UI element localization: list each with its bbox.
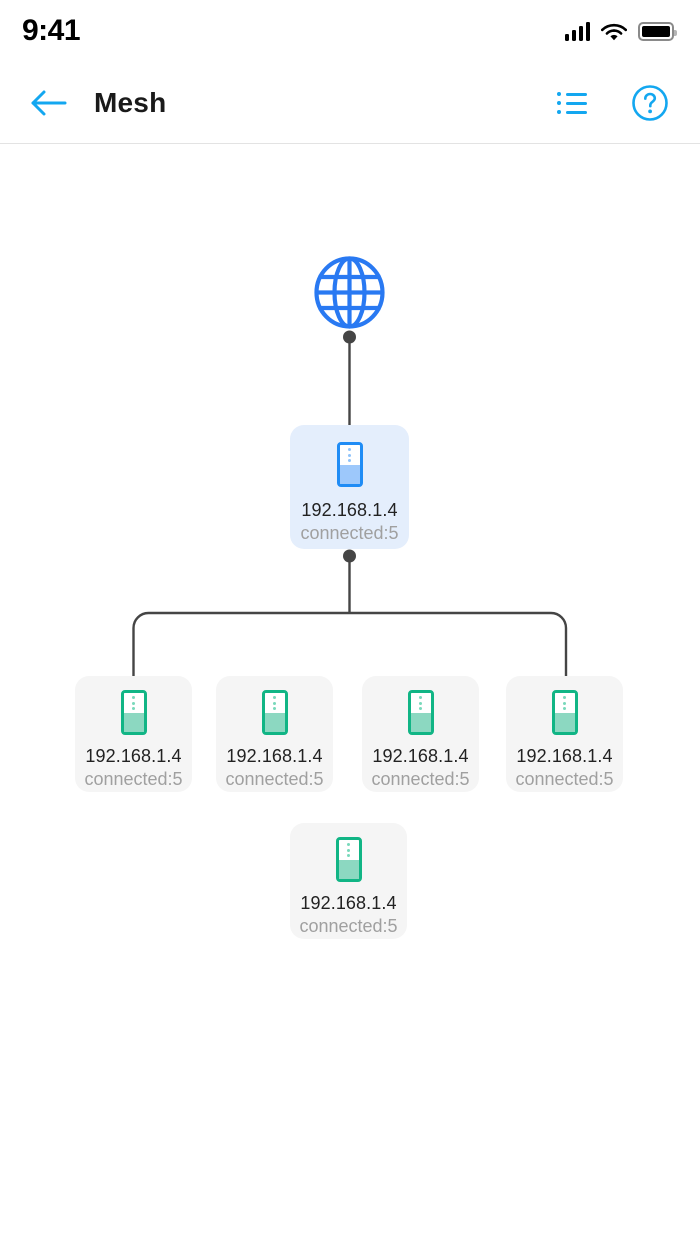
topology-canvas: 192.168.1.4 connected:5 192.168.1.4 conn…	[0, 145, 700, 1244]
node-card-leaf-1[interactable]: 192.168.1.4 connected:5	[75, 676, 192, 792]
node-card-leaf-4[interactable]: 192.168.1.4 connected:5	[506, 676, 623, 792]
node-status: connected:5	[300, 523, 399, 543]
node-status: connected:5	[225, 769, 324, 789]
edge-endpoint-dot	[343, 549, 356, 563]
node-status: connected:5	[84, 769, 183, 789]
help-icon	[632, 84, 668, 121]
edge-bus-to-leaves	[132, 611, 568, 676]
node-device-icon	[407, 690, 434, 735]
page-title: Mesh	[94, 86, 167, 118]
node-ip: 192.168.1.4	[300, 893, 397, 913]
node-status: connected:5	[515, 769, 614, 789]
node-device-icon	[120, 690, 147, 735]
help-button[interactable]	[626, 79, 674, 127]
list-view-icon	[557, 91, 587, 115]
list-view-button[interactable]	[548, 79, 596, 127]
cellular-signal-icon	[564, 21, 590, 41]
status-bar: 9:41	[0, 0, 700, 62]
node-card-leaf-5[interactable]: 192.168.1.4 connected:5	[290, 823, 407, 939]
node-device-icon	[261, 690, 288, 735]
node-ip: 192.168.1.4	[85, 746, 182, 766]
globe-icon	[314, 256, 385, 329]
node-ip: 192.168.1.4	[516, 746, 613, 766]
node-device-icon	[551, 690, 578, 735]
edge-endpoint-dot	[343, 330, 356, 344]
node-card-leaf-3[interactable]: 192.168.1.4 connected:5	[362, 676, 479, 792]
node-ip: 192.168.1.4	[226, 746, 323, 766]
router-device-icon	[336, 442, 363, 487]
back-button[interactable]	[26, 80, 72, 126]
status-time: 9:41	[22, 14, 81, 47]
wifi-icon	[601, 23, 627, 40]
back-arrow-icon	[31, 90, 67, 115]
node-status: connected:5	[371, 769, 470, 789]
node-card-leaf-2[interactable]: 192.168.1.4 connected:5	[216, 676, 333, 792]
node-ip: 192.168.1.4	[372, 746, 469, 766]
node-ip: 192.168.1.4	[301, 500, 398, 520]
node-status: connected:5	[299, 916, 398, 936]
node-card-root[interactable]: 192.168.1.4 connected:5	[290, 425, 409, 549]
battery-icon	[638, 21, 677, 41]
status-icons	[564, 21, 677, 41]
internet-globe[interactable]	[313, 256, 386, 329]
node-device-icon	[335, 837, 362, 882]
app-bar: Mesh	[0, 62, 700, 144]
